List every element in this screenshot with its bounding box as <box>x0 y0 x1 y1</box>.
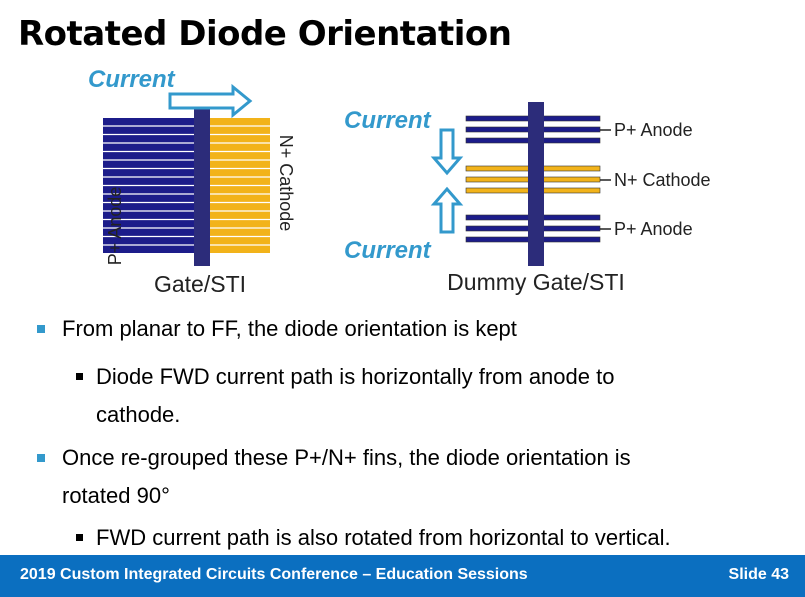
current-down-arrow-icon <box>430 128 464 176</box>
current-up-arrow-icon <box>430 186 464 234</box>
rotated-diode-diagram: Current Current P+ Anode N+ Cathode P+ A… <box>344 102 711 295</box>
current-top-label: Current <box>344 107 432 134</box>
current-bottom-label: Current <box>344 237 432 264</box>
bullet-3-line-2: rotated 90° <box>62 483 170 508</box>
cathode-fin-lines <box>208 125 270 246</box>
diode-diagrams: Current P+ Anode N+ Cathode Gate/STI Cur… <box>88 66 711 297</box>
row-label-top: P+ Anode <box>614 120 693 140</box>
current-right-arrow-icon <box>168 83 253 119</box>
bullet-4-line-1: FWD current path is also rotated from ho… <box>96 525 671 550</box>
bullet-3-line-1: Once re-grouped these P+/N+ fins, the di… <box>62 445 631 470</box>
bullet-marker <box>37 454 45 462</box>
bullet-1-line-1: From planar to FF, the diode orientation… <box>62 316 517 341</box>
current-label: Current <box>88 66 176 93</box>
row-label-bottom: P+ Anode <box>614 219 693 239</box>
planar-diode-diagram: Current P+ Anode N+ Cathode Gate/STI <box>88 66 296 297</box>
anode-fin-lines <box>103 125 196 246</box>
bullet-2-line-2: cathode. <box>96 402 181 427</box>
gate-bar <box>194 102 210 266</box>
sub-bullet-marker <box>76 373 83 380</box>
footer-bar: 2019 Custom Integrated Circuits Conferen… <box>0 555 805 597</box>
dummy-gate-sti-caption: Dummy Gate/STI <box>447 269 625 295</box>
gate-sti-caption: Gate/STI <box>154 271 246 297</box>
row-label-middle: N+ Cathode <box>614 170 711 190</box>
slide-title: Rotated Diode Orientation <box>18 14 512 54</box>
bullet-1: From planar to FF, the diode orientation… <box>62 310 517 348</box>
bullet-2-line-1: Diode FWD current path is horizontally f… <box>96 364 615 389</box>
cathode-label: N+ Cathode <box>276 135 296 232</box>
footer-slide-number: Slide 43 <box>728 566 789 583</box>
bullet-marker <box>37 325 45 333</box>
bullet-3: Once re-grouped these P+/N+ fins, the di… <box>62 439 631 515</box>
dummy-gate-bar <box>528 102 544 266</box>
footer-conference: 2019 Custom Integrated Circuits Conferen… <box>20 566 528 583</box>
sub-bullet-marker <box>76 534 83 541</box>
bullet-4: FWD current path is also rotated from ho… <box>96 519 671 557</box>
anode-label: P+ Anode <box>105 187 125 266</box>
bullet-2: Diode FWD current path is horizontally f… <box>96 358 614 434</box>
